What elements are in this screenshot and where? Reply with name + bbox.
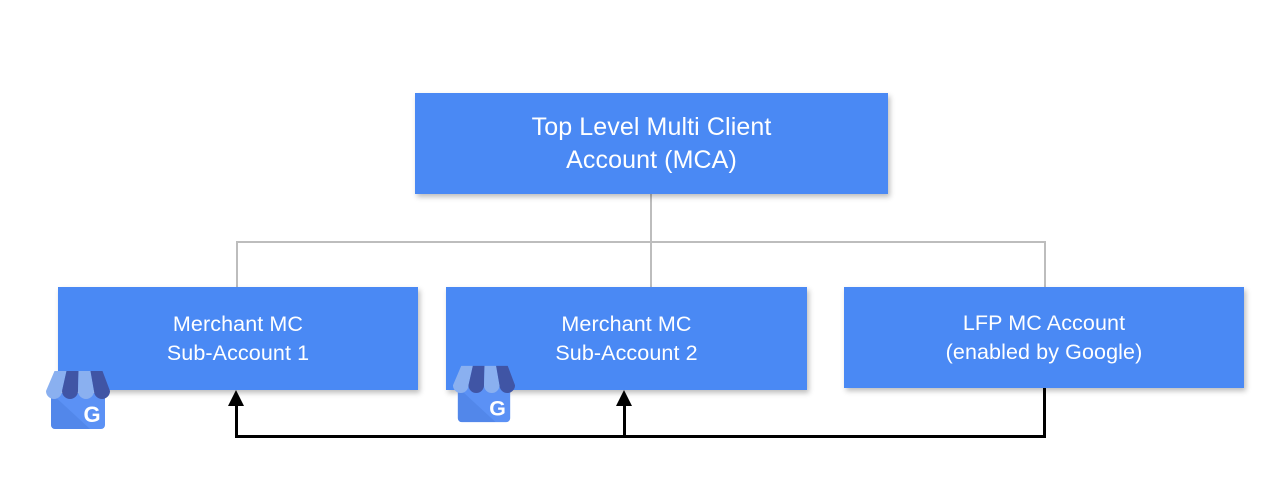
- node-top-level-mca[interactable]: Top Level Multi Client Account (MCA): [415, 93, 888, 194]
- node-merchant-mc-sub-account-1[interactable]: Merchant MC Sub-Account 1: [58, 287, 418, 390]
- connector-drop-lfp: [1044, 241, 1046, 288]
- node-lfp-mc-account-line2: (enabled by Google): [945, 339, 1143, 364]
- flow-line-bottom: [235, 435, 1046, 438]
- node-lfp-mc-account[interactable]: LFP MC Account (enabled by Google): [844, 287, 1244, 388]
- node-merchant-mc-sub-account-2-line2: Sub-Account 2: [555, 340, 698, 365]
- connector-drop-sub1: [236, 241, 238, 288]
- node-lfp-mc-account-line1: LFP MC Account: [962, 311, 1126, 336]
- node-merchant-mc-sub-account-2-label: Merchant MC Sub-Account 2: [555, 310, 697, 367]
- arrowhead-into-sub2-icon: [616, 390, 632, 406]
- flow-line-up-sub1: [235, 401, 238, 437]
- google-g-glyph: G: [489, 396, 506, 420]
- node-merchant-mc-sub-account-1-line1: Merchant MC: [172, 312, 304, 337]
- google-business-profile-icon: G: [449, 362, 519, 426]
- connector-horizontal-bus: [236, 241, 1046, 243]
- flow-line-up-sub2: [623, 401, 626, 437]
- node-lfp-mc-account-label: LFP MC Account (enabled by Google): [946, 309, 1143, 366]
- google-business-profile-icon: G: [42, 367, 114, 433]
- node-merchant-mc-sub-account-2-line1: Merchant MC: [561, 312, 692, 337]
- arrowhead-into-sub1-icon: [228, 390, 244, 406]
- node-top-level-mca-line1: Top Level Multi Client: [531, 112, 772, 141]
- flow-line-lfp-down: [1043, 388, 1046, 438]
- node-top-level-mca-label: Top Level Multi Client Account (MCA): [532, 111, 772, 177]
- node-merchant-mc-sub-account-1-label: Merchant MC Sub-Account 1: [167, 310, 309, 367]
- node-merchant-mc-sub-account-1-line2: Sub-Account 1: [166, 340, 310, 365]
- connector-drop-sub2: [650, 241, 652, 288]
- node-top-level-mca-line2: Account (MCA): [566, 145, 737, 174]
- connector-mca-stem: [650, 194, 652, 242]
- google-g-glyph: G: [83, 402, 100, 427]
